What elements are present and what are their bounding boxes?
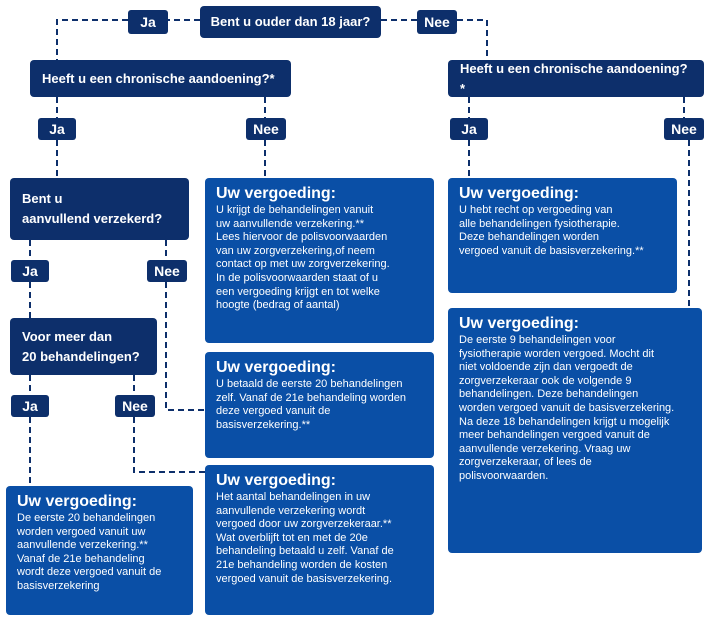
result-adult-not-chronic: Uw vergoeding: U krijgt de behandelingen… — [205, 178, 434, 343]
question-chronic-right: Heeft u een chronische aandoening?* — [448, 60, 704, 97]
question-supplementary: Bent u aanvullend verzekerd? — [10, 178, 189, 240]
answer-chronic-right-yes: Ja — [450, 118, 488, 140]
question-chronic-left: Heeft u een chronische aandoening?* — [30, 60, 291, 97]
result-under18-not-chronic: Uw vergoeding: De eerste 9 behandelingen… — [448, 308, 702, 553]
answer-chronic-left-no: Nee — [246, 118, 286, 140]
result-body: De eerste 9 behandelingen voor fysiother… — [459, 334, 675, 482]
answer-supplementary-yes: Ja — [11, 260, 49, 282]
answer-age-no: Nee — [417, 10, 457, 34]
answer-age-yes: Ja — [128, 10, 168, 34]
question-over20: Voor meer dan 20 behandelingen? — [10, 318, 157, 375]
answer-over20-yes: Ja — [11, 395, 49, 417]
result-adult-chronic-supplementary-max20: Uw vergoeding: Het aantal behandelingen … — [205, 465, 434, 615]
result-body: De eerste 20 behandelingen worden vergoe… — [17, 512, 162, 592]
result-title: Uw vergoeding: — [216, 359, 337, 376]
result-adult-chronic-no-supplementary: Uw vergoeding: U betaald de eerste 20 be… — [205, 352, 434, 458]
answer-supplementary-no: Nee — [147, 260, 187, 282]
result-title: Uw vergoeding: — [459, 315, 580, 332]
question-age: Bent u ouder dan 18 jaar? — [200, 6, 381, 38]
result-body: U krijgt de behandelingen vanuit uw aanv… — [216, 204, 390, 312]
result-body: Het aantal behandelingen in uw aanvullen… — [216, 491, 394, 585]
result-body: U hebt recht op vergoeding van alle beha… — [459, 204, 644, 257]
answer-chronic-left-yes: Ja — [38, 118, 76, 140]
result-title: Uw vergoeding: — [459, 185, 580, 202]
result-under18-chronic: Uw vergoeding: U hebt recht op vergoedin… — [448, 178, 677, 293]
result-adult-chronic-supplementary-over20: Uw vergoeding: De eerste 20 behandelinge… — [6, 486, 193, 615]
result-title: Uw vergoeding: — [17, 493, 138, 510]
answer-chronic-right-no: Nee — [664, 118, 704, 140]
answer-over20-no: Nee — [115, 395, 155, 417]
result-body: U betaald de eerste 20 behandelingen zel… — [216, 378, 406, 431]
result-title: Uw vergoeding: — [216, 472, 337, 489]
result-title: Uw vergoeding: — [216, 185, 337, 202]
